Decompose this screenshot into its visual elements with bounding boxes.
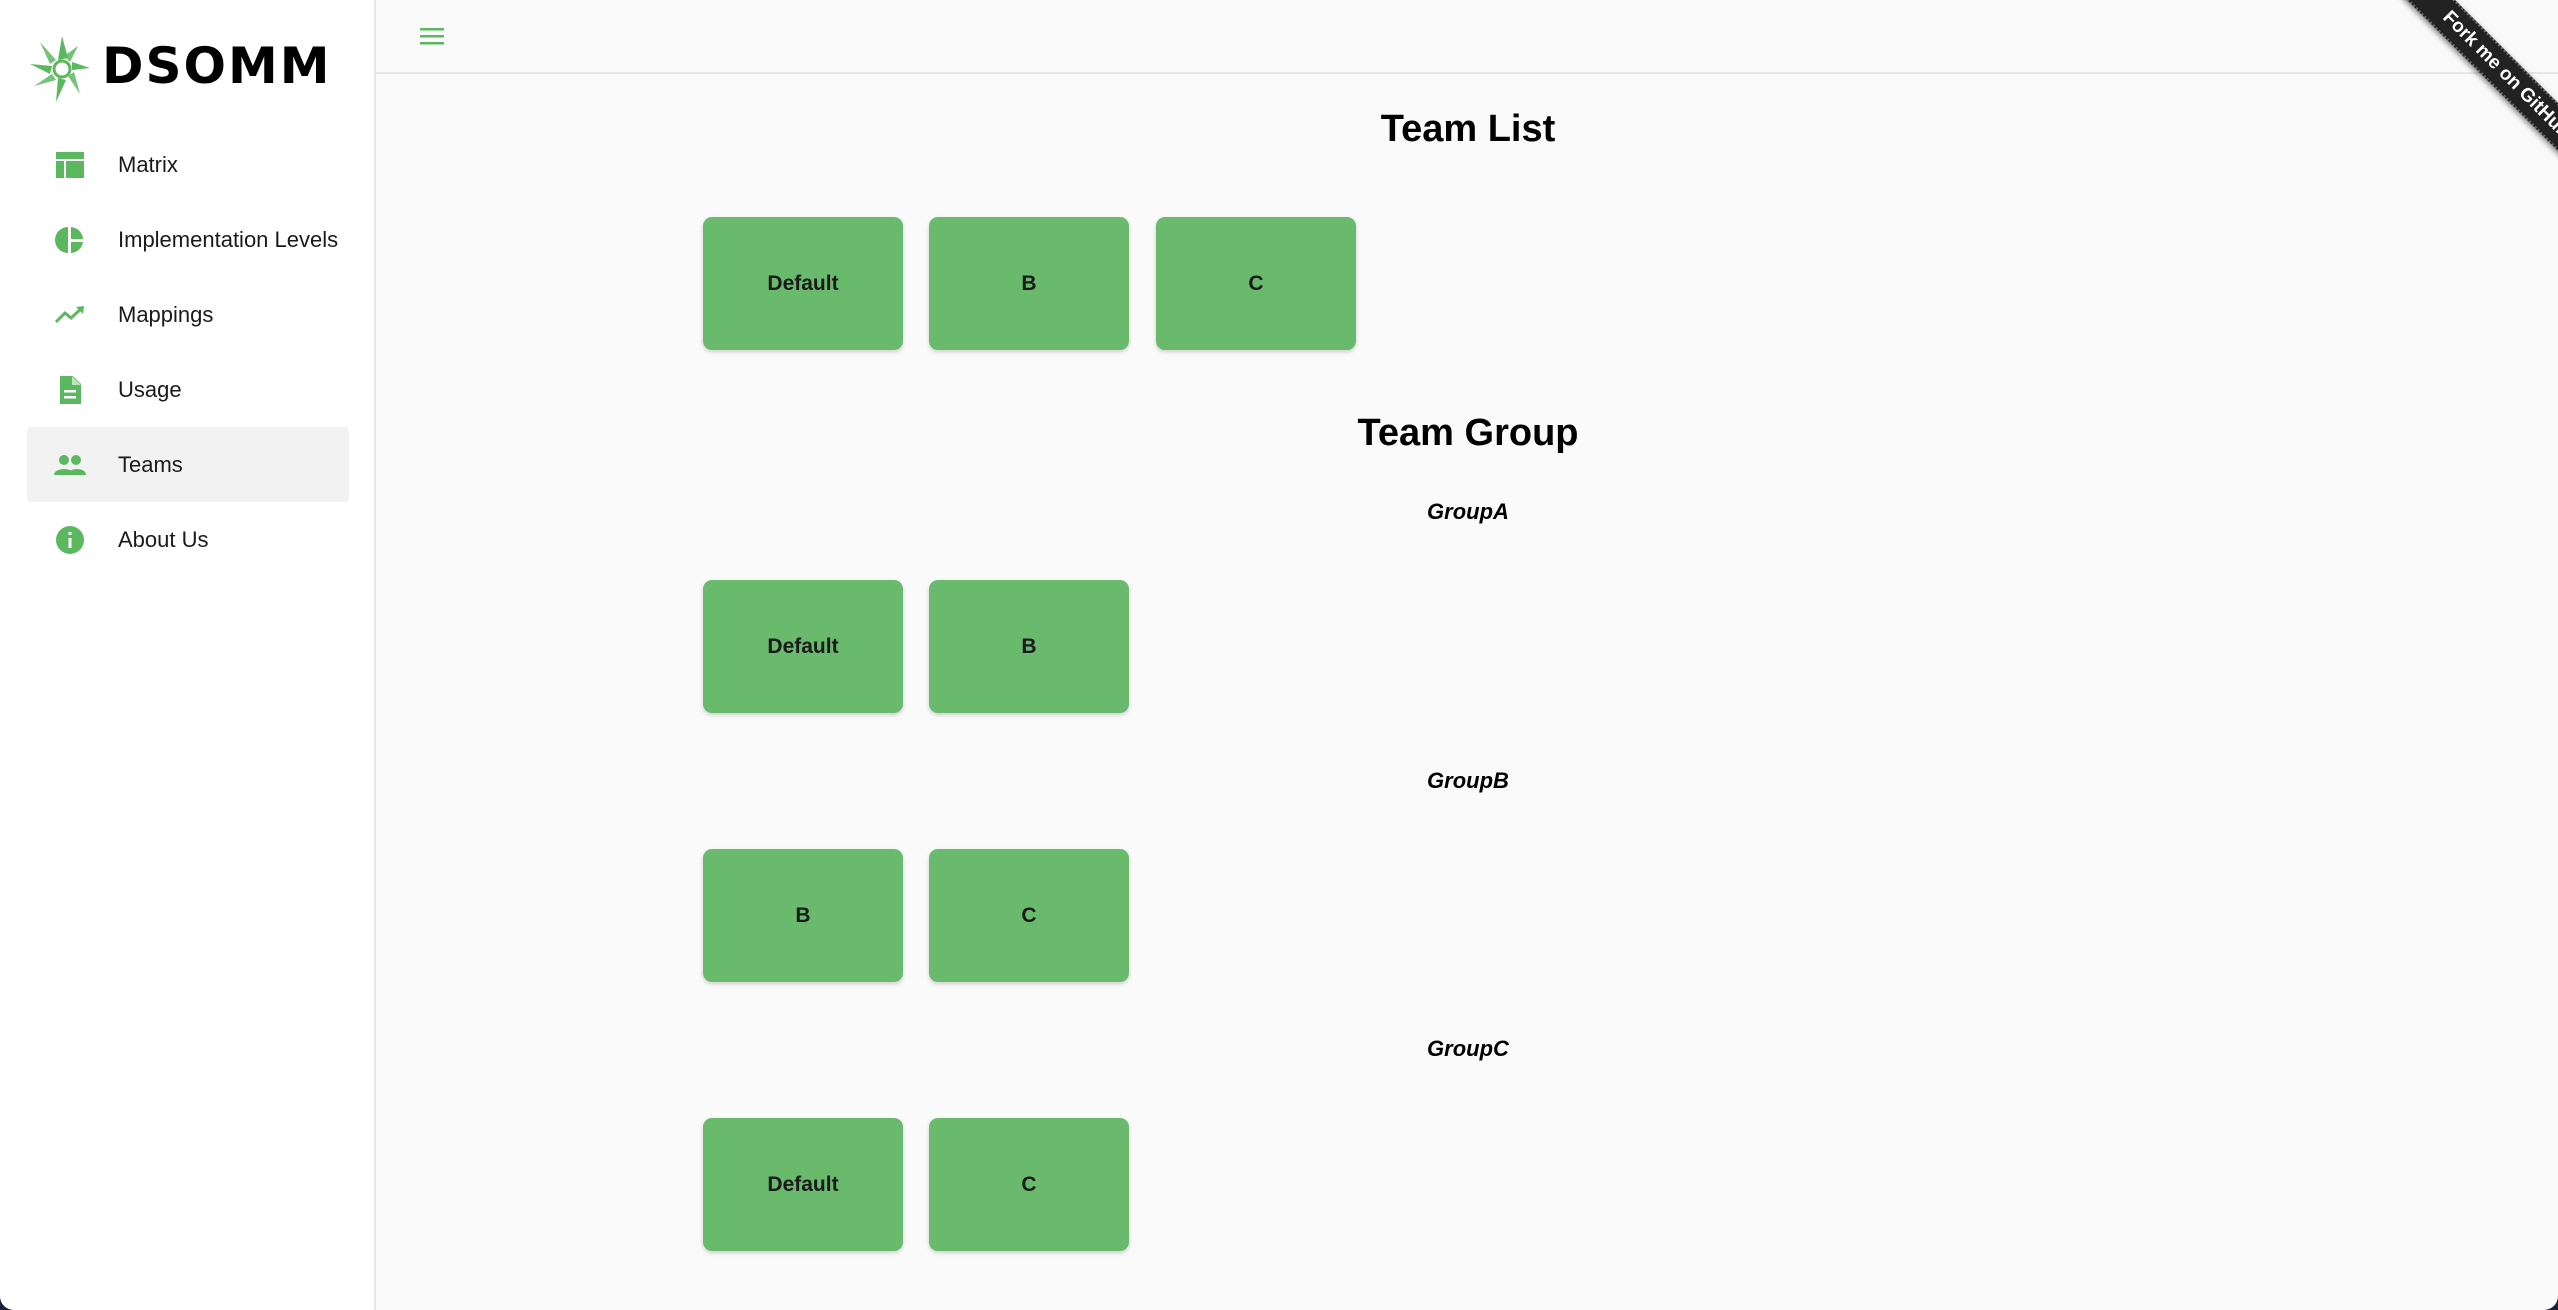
groupc-button-c[interactable]: C <box>929 1118 1129 1251</box>
logo[interactable]: DSOMM <box>28 28 332 104</box>
sidebar-nav: Matrix Implementation Levels Mappings Us… <box>27 127 349 577</box>
sidebar-item-about-us[interactable]: About Us <box>27 502 349 577</box>
trending-up-icon <box>53 298 87 332</box>
table-icon <box>53 148 87 182</box>
group-heading-groupc: GroupC <box>1427 1036 1509 1061</box>
groupa-button-default[interactable]: Default <box>703 580 903 713</box>
sidebar-item-label: Mappings <box>118 301 214 327</box>
sidebar-item-label: Implementation Levels <box>118 226 339 252</box>
team-list-button-default[interactable]: Default <box>703 217 903 350</box>
sidebar-item-usage[interactable]: Usage <box>27 352 349 427</box>
info-icon <box>53 523 87 557</box>
document-icon <box>53 373 87 407</box>
people-icon <box>53 448 87 482</box>
sidebar-item-mappings[interactable]: Mappings <box>27 277 349 352</box>
team-list-title: Team List <box>1380 108 1556 150</box>
groupc-button-default[interactable]: Default <box>703 1118 903 1251</box>
menu-button[interactable] <box>416 20 448 52</box>
group-heading-groupb: GroupB <box>1427 768 1509 793</box>
groupb-button-b[interactable]: B <box>703 849 903 982</box>
menu-icon <box>420 28 444 45</box>
sidebar-item-label: Matrix <box>118 151 178 177</box>
pie-chart-icon <box>53 223 87 257</box>
sidebar-item-label: Teams <box>118 451 183 477</box>
team-list-button-c[interactable]: C <box>1156 217 1356 350</box>
groupa-button-b[interactable]: B <box>929 580 1129 713</box>
top-toolbar <box>376 0 2558 74</box>
sidebar-item-matrix[interactable]: Matrix <box>27 127 349 202</box>
group-heading-groupa: GroupA <box>1427 499 1509 524</box>
sidebar-item-teams[interactable]: Teams <box>27 427 349 502</box>
dsomm-logo-icon <box>30 36 90 102</box>
team-group-title: Team Group <box>1357 412 1579 454</box>
sidebar-item-label: About Us <box>118 526 209 552</box>
sidebar-item-implementation-levels[interactable]: Implementation Levels <box>27 202 349 277</box>
team-list-button-b[interactable]: B <box>929 217 1129 350</box>
sidebar: DSOMM Matrix Implementation Levels Mappi… <box>0 0 376 1310</box>
groupb-button-c[interactable]: C <box>929 849 1129 982</box>
sidebar-item-label: Usage <box>118 376 182 402</box>
logo-text: DSOMM <box>102 37 332 95</box>
